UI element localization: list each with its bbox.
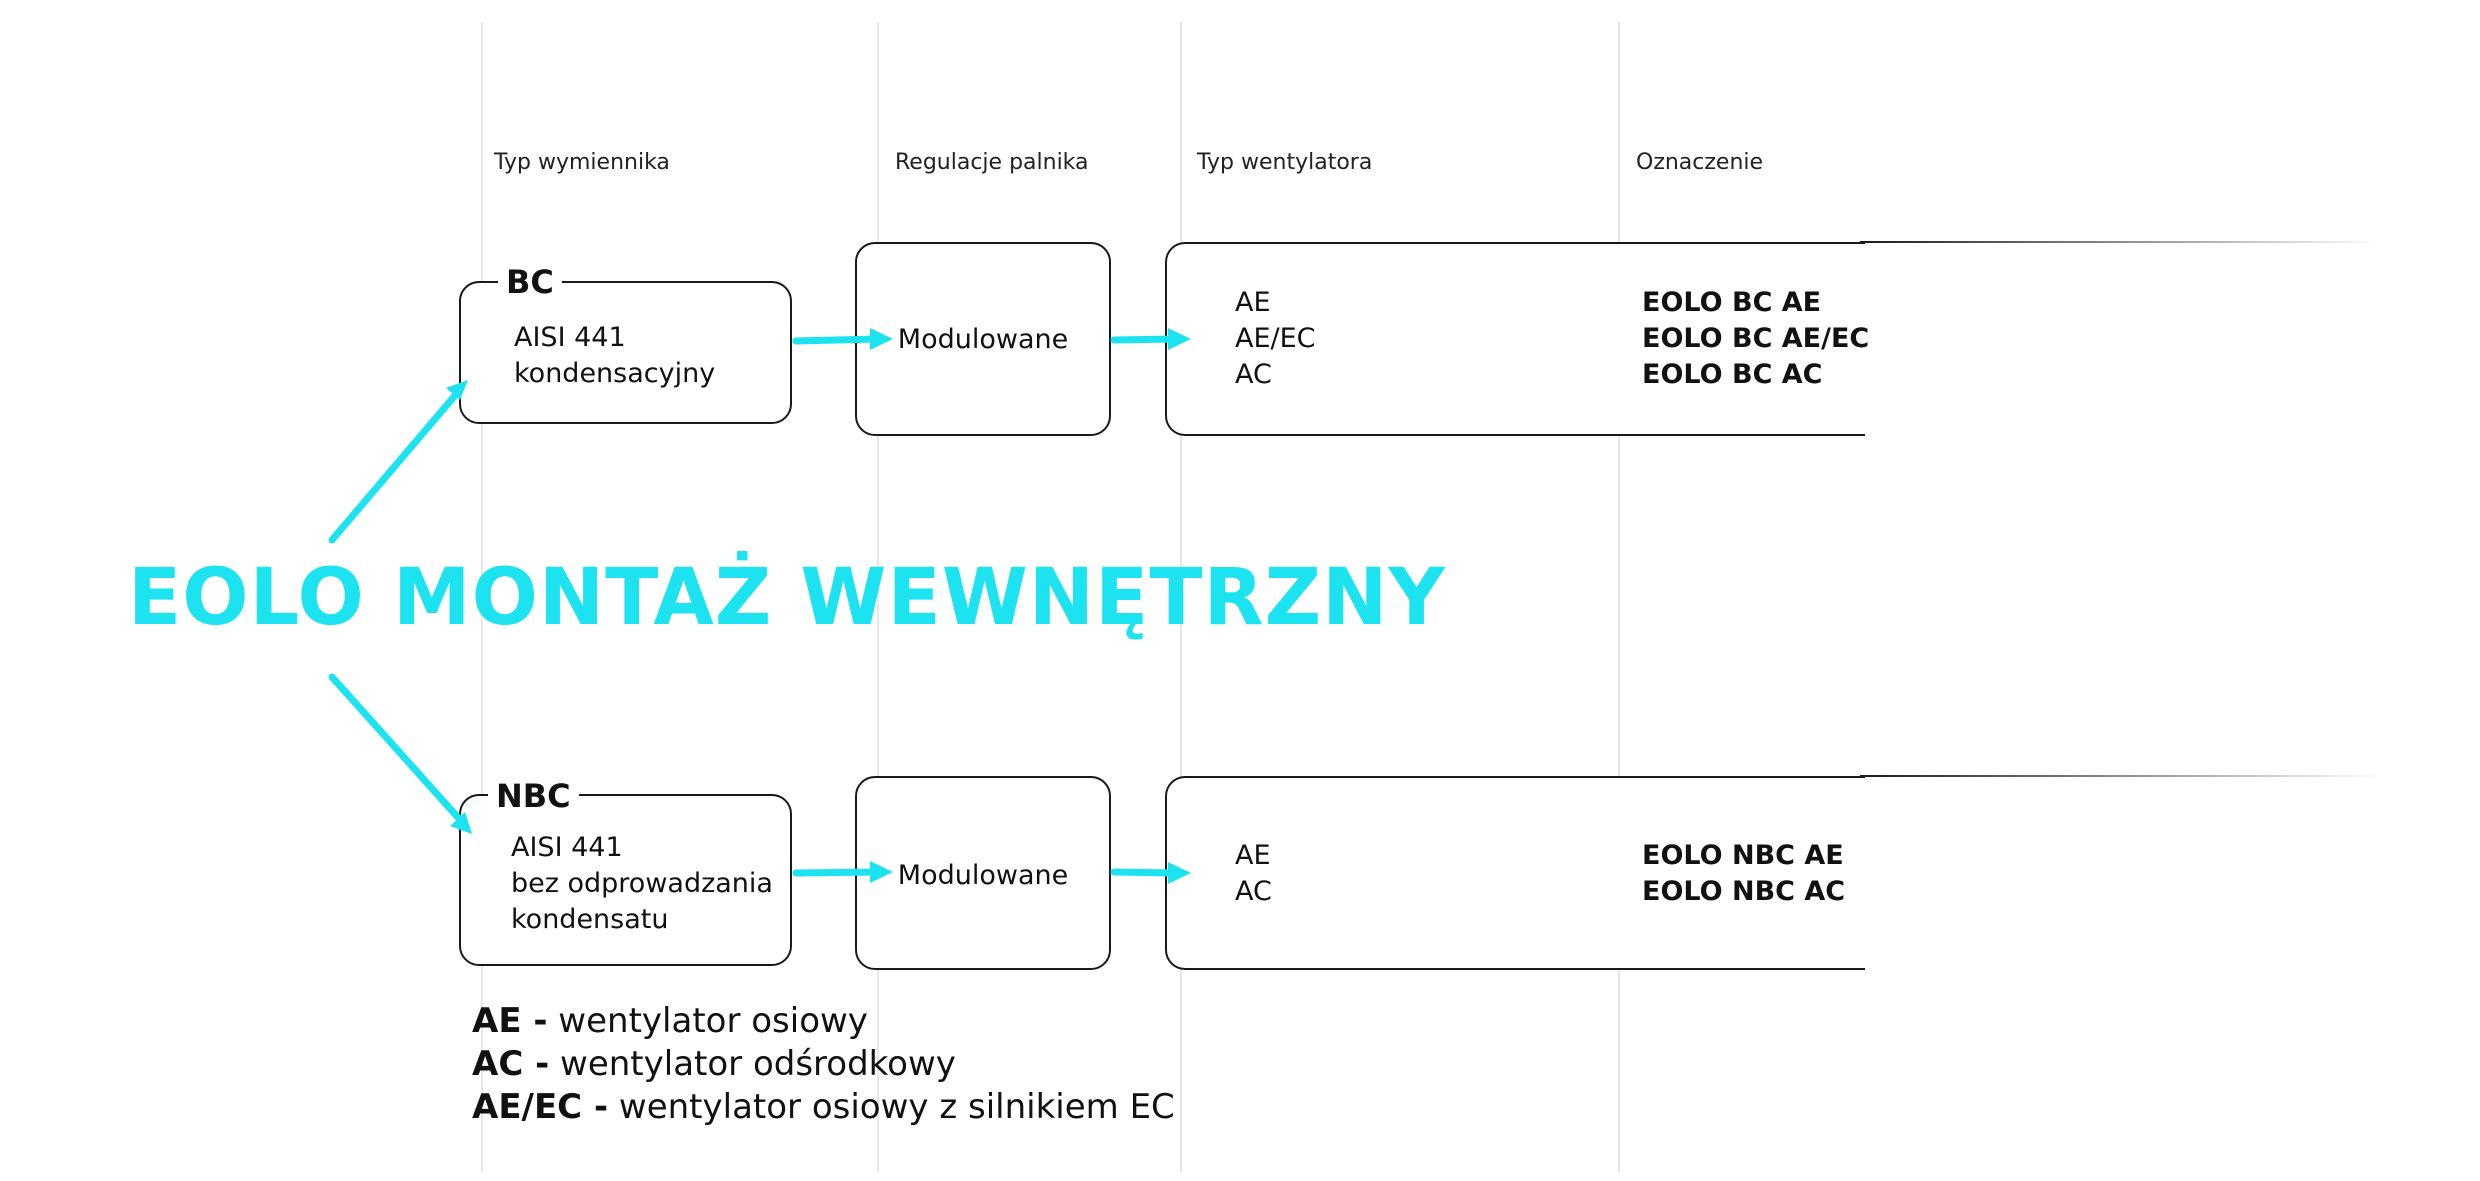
regulation-box-bc — [855, 242, 1111, 436]
column-header-regulation: Regulacje palnika — [895, 150, 1089, 175]
exchanger-box-bc — [459, 281, 792, 424]
legend-key: AE/EC - — [472, 1087, 609, 1127]
arrowhead — [450, 812, 472, 834]
arrowhead — [870, 861, 893, 883]
exchanger-line: kondensacyjny — [514, 358, 716, 389]
arrowhead — [446, 380, 468, 400]
fan-box-fade-bc — [1860, 241, 2380, 243]
main-title: EOLO MONTAŻ WEWNĘTRZNY — [128, 553, 1446, 643]
legend-text: wentylator osiowy z silnikiem EC — [608, 1087, 1175, 1127]
column-guide-2 — [877, 22, 879, 1172]
regulation-label-bc: Modulowane — [897, 324, 1069, 355]
exchanger-desc-nbc: AISI 441 bez odprowadzania kondensatu — [511, 830, 773, 938]
exchanger-line: AISI 441 — [511, 832, 623, 863]
fan-type: AC — [1235, 359, 1272, 390]
exchanger-line: kondensatu — [511, 904, 669, 935]
fan-box-nbc — [1165, 776, 1865, 970]
arrowhead — [1168, 328, 1191, 350]
column-guide-1 — [481, 22, 483, 1172]
designation-code: EOLO BC AE/EC — [1642, 323, 1870, 354]
arrow-nbc-exchanger-to-regulation — [792, 868, 882, 877]
arrow-bc-exchanger-to-regulation — [792, 335, 882, 345]
fan-type: AE — [1235, 840, 1271, 871]
fan-box-fade-nbc — [1860, 775, 2380, 777]
column-header-designation: Oznaczenie — [1636, 150, 1764, 175]
fan-type: AE/EC — [1235, 323, 1316, 354]
exchanger-tag-nbc: NBC — [488, 776, 579, 816]
column-guide-4 — [1618, 22, 1620, 1172]
exchanger-line: bez odprowadzania — [511, 868, 773, 899]
fan-type: AC — [1235, 876, 1272, 907]
designation-code: EOLO NBC AC — [1642, 876, 1846, 907]
designation-list-nbc: EOLO NBC AE EOLO NBC AC — [1642, 838, 1845, 910]
exchanger-line: AISI 441 — [514, 322, 626, 353]
fan-types-nbc: AE AC — [1235, 838, 1272, 910]
column-header-fan: Typ wentylatora — [1197, 150, 1373, 175]
designation-code: EOLO BC AE — [1642, 287, 1822, 318]
arrow-nbc-regulation-to-fan — [1110, 868, 1182, 877]
regulation-box-nbc — [855, 776, 1111, 970]
legend-key: AC - — [472, 1044, 550, 1084]
arrow-title-to-bc — [328, 388, 462, 544]
designation-code: EOLO BC AC — [1642, 359, 1823, 390]
legend-text: wentylator odśrodkowy — [549, 1044, 956, 1084]
arrowhead — [870, 328, 893, 350]
arrow-bc-regulation-to-fan — [1110, 335, 1182, 344]
legend-item: AE - wentylator osiowy — [472, 1000, 1175, 1043]
arrowhead — [1168, 862, 1191, 884]
legend-key: AE - — [472, 1001, 548, 1041]
exchanger-tag-bc: BC — [498, 262, 562, 302]
fan-type: AE — [1235, 287, 1271, 318]
fan-types-bc: AE AE/EC AC — [1235, 285, 1316, 393]
legend-item: AE/EC - wentylator osiowy z silnikiem EC — [472, 1086, 1175, 1129]
arrow-title-to-nbc — [328, 673, 466, 826]
legend-item: AC - wentylator odśrodkowy — [472, 1043, 1175, 1086]
designation-list-bc: EOLO BC AE EOLO BC AE/EC EOLO BC AC — [1642, 285, 1869, 393]
exchanger-desc-bc: AISI 441 kondensacyjny — [514, 320, 715, 392]
legend: AE - wentylator osiowy AC - wentylator o… — [472, 1000, 1175, 1129]
legend-text: wentylator osiowy — [547, 1001, 868, 1041]
designation-code: EOLO NBC AE — [1642, 840, 1844, 871]
column-header-exchanger: Typ wymiennika — [494, 150, 670, 175]
fan-box-bc — [1165, 242, 1865, 436]
column-guide-3 — [1180, 22, 1182, 1172]
exchanger-box-nbc — [459, 794, 792, 966]
regulation-label-nbc: Modulowane — [897, 860, 1069, 891]
